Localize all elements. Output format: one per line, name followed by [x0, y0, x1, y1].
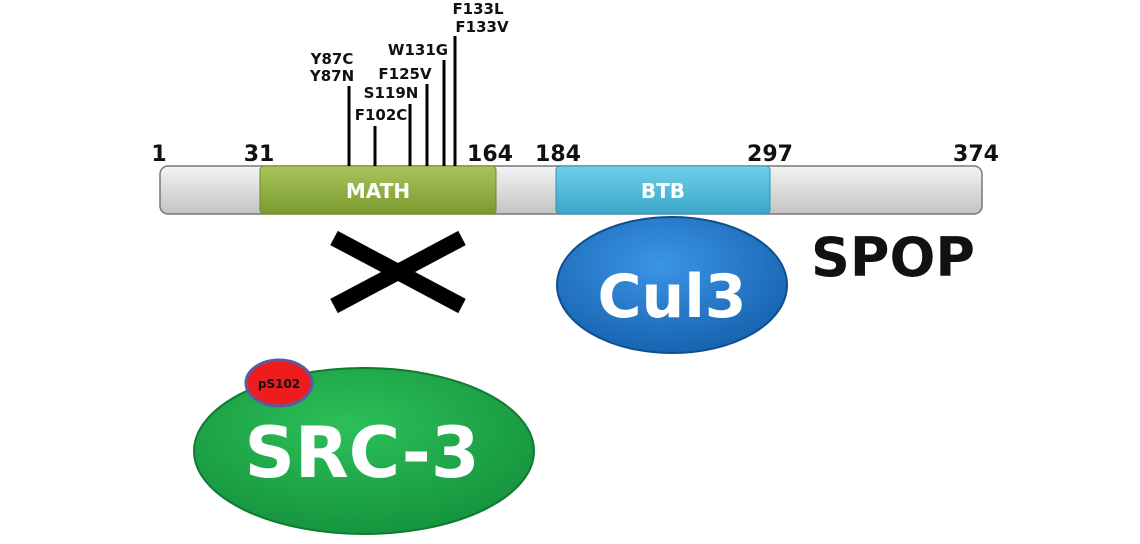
cross-stroke-2	[330, 230, 466, 314]
mutation-label-f125v: F125V	[378, 65, 432, 83]
btb-domain-label: BTB	[641, 179, 685, 203]
phospho-site: pS102	[244, 358, 314, 408]
mutations: Y87C Y87N F102C S119N F125V W131G F133L …	[309, 0, 509, 166]
src3-label: SRC-3	[244, 412, 479, 494]
math-domain: MATH	[259, 165, 497, 215]
position-label-164: 164	[467, 142, 513, 167]
position-label-184: 184	[535, 142, 581, 167]
src3-partner: SRC-3	[193, 367, 535, 535]
position-label-374: 374	[953, 142, 999, 167]
mutation-f102: F102C	[355, 106, 408, 166]
btb-domain: BTB	[555, 165, 771, 215]
src3-ellipse	[193, 367, 535, 535]
math-domain-label: MATH	[346, 179, 410, 203]
mutation-f125: F125V	[378, 65, 432, 166]
btb-domain-box	[555, 165, 771, 215]
mutation-label-f133l: F133L	[452, 0, 504, 18]
mutation-label-w131g: W131G	[388, 41, 448, 59]
mutation-label-s119n: S119N	[364, 84, 419, 102]
cul3-partner: Cul3	[556, 216, 788, 354]
mutation-label-f133v: F133V	[455, 18, 509, 36]
cul3-ellipse	[556, 216, 788, 354]
cul3-label: Cul3	[597, 262, 746, 332]
phospho-site-label: pS102	[258, 377, 300, 391]
position-labels: 1 31 164 184 297 374	[151, 142, 999, 167]
mutation-f133: F133L F133V	[452, 0, 509, 166]
position-label-1: 1	[151, 142, 166, 167]
mutation-s119: S119N	[364, 84, 419, 166]
mutation-w131: W131G	[388, 41, 448, 166]
no-interaction-cross	[330, 230, 466, 314]
position-label-31: 31	[244, 142, 275, 167]
mutation-label-y87c: Y87C	[310, 50, 354, 68]
mutation-label-f102c: F102C	[355, 106, 408, 124]
mutation-label-y87n: Y87N	[309, 67, 354, 85]
position-label-297: 297	[747, 142, 793, 167]
math-domain-box	[259, 165, 497, 215]
protein-name: SPOP	[811, 226, 975, 289]
phospho-site-ellipse	[244, 358, 314, 408]
mutation-y87: Y87C Y87N	[309, 50, 354, 166]
